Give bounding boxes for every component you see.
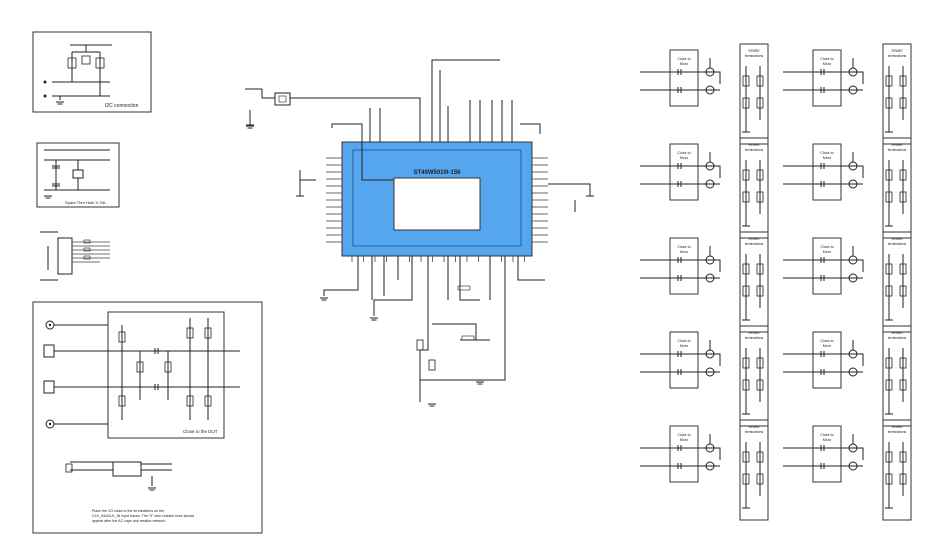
xo-note-line-2: CLK_IN/nCLK_IN input traces. The "0" ohm… <box>92 514 194 518</box>
term-label-2: terminations <box>888 148 907 152</box>
term-label-1: SPARE <box>748 237 760 241</box>
output-block-label-1: Close to <box>820 245 833 249</box>
term-label-2: terminations <box>745 336 764 340</box>
term-label-1: SPARE <box>748 425 760 429</box>
ground-symbols <box>44 101 484 491</box>
main-chip: ST49W5010I-156 <box>296 141 594 262</box>
output-block-label-2: Mxxx <box>680 250 689 254</box>
term-label-1: SPARE <box>891 425 903 429</box>
chip-bottom-wiring <box>323 256 545 402</box>
output-block-label-2: Mxxx <box>823 62 832 66</box>
xo-note-line-1: Place the XO close to the terminations o… <box>92 509 164 513</box>
output-block-label-1: Close to <box>677 57 690 61</box>
output-block-label-1: Close to <box>820 339 833 343</box>
output-block-label-2: Mxxx <box>680 62 689 66</box>
output-block-label-1: Close to <box>820 151 833 155</box>
chip-top-wiring <box>245 59 541 181</box>
term-label-1: SPARE <box>748 331 760 335</box>
output-block-label-2: Mxxx <box>823 344 832 348</box>
output-block-label-1: Close to <box>677 339 690 343</box>
output-block-label-2: Mxxx <box>823 438 832 442</box>
term-label-2: terminations <box>888 336 907 340</box>
term-label-1: SPARE <box>891 49 903 53</box>
output-block-label-2: Mxxx <box>823 156 832 160</box>
term-label-1: SPARE <box>748 143 760 147</box>
output-block-label-2: Mxxx <box>680 438 689 442</box>
xtal-title: Spare Thru Hole X-TAL <box>65 200 107 205</box>
term-label-2: terminations <box>745 148 764 152</box>
term-label-1: SPARE <box>891 143 903 147</box>
output-block-label-2: Mxxx <box>823 250 832 254</box>
output-block-label-1: Close to <box>820 57 833 61</box>
term-label-2: terminations <box>745 54 764 58</box>
i2c-connection-block: I2C connection <box>32 31 152 113</box>
term-label-2: terminations <box>745 242 764 246</box>
output-block-label-1: Close to <box>677 245 690 249</box>
output-block-label-1: Close to <box>677 151 690 155</box>
term-label-1: SPARE <box>891 237 903 241</box>
spare-xtal-block: Spare Thru Hole X-TAL <box>36 142 120 208</box>
input-termination-block: Close to the DUT Place the XO close to t… <box>32 301 263 534</box>
small-ic-block <box>40 231 110 281</box>
i2c-title: I2C connection <box>105 103 139 109</box>
term-label-1: SPARE <box>891 331 903 335</box>
output-block-label-1: Close to <box>820 433 833 437</box>
output-block-label-1: Close to <box>677 433 690 437</box>
term-label-2: terminations <box>888 54 907 58</box>
term-label-2: terminations <box>888 242 907 246</box>
chip-label: ST49W5010I-156 <box>413 170 461 176</box>
output-block-label-2: Mxxx <box>680 344 689 348</box>
term-label-1: SPARE <box>748 49 760 53</box>
dut-note: Close to the DUT <box>183 429 218 434</box>
xo-note-line-3: appear after the AC caps and resistor ne… <box>92 519 166 523</box>
output-block-label-2: Mxxx <box>680 156 689 160</box>
term-label-2: terminations <box>888 430 907 434</box>
term-label-2: terminations <box>745 430 764 434</box>
